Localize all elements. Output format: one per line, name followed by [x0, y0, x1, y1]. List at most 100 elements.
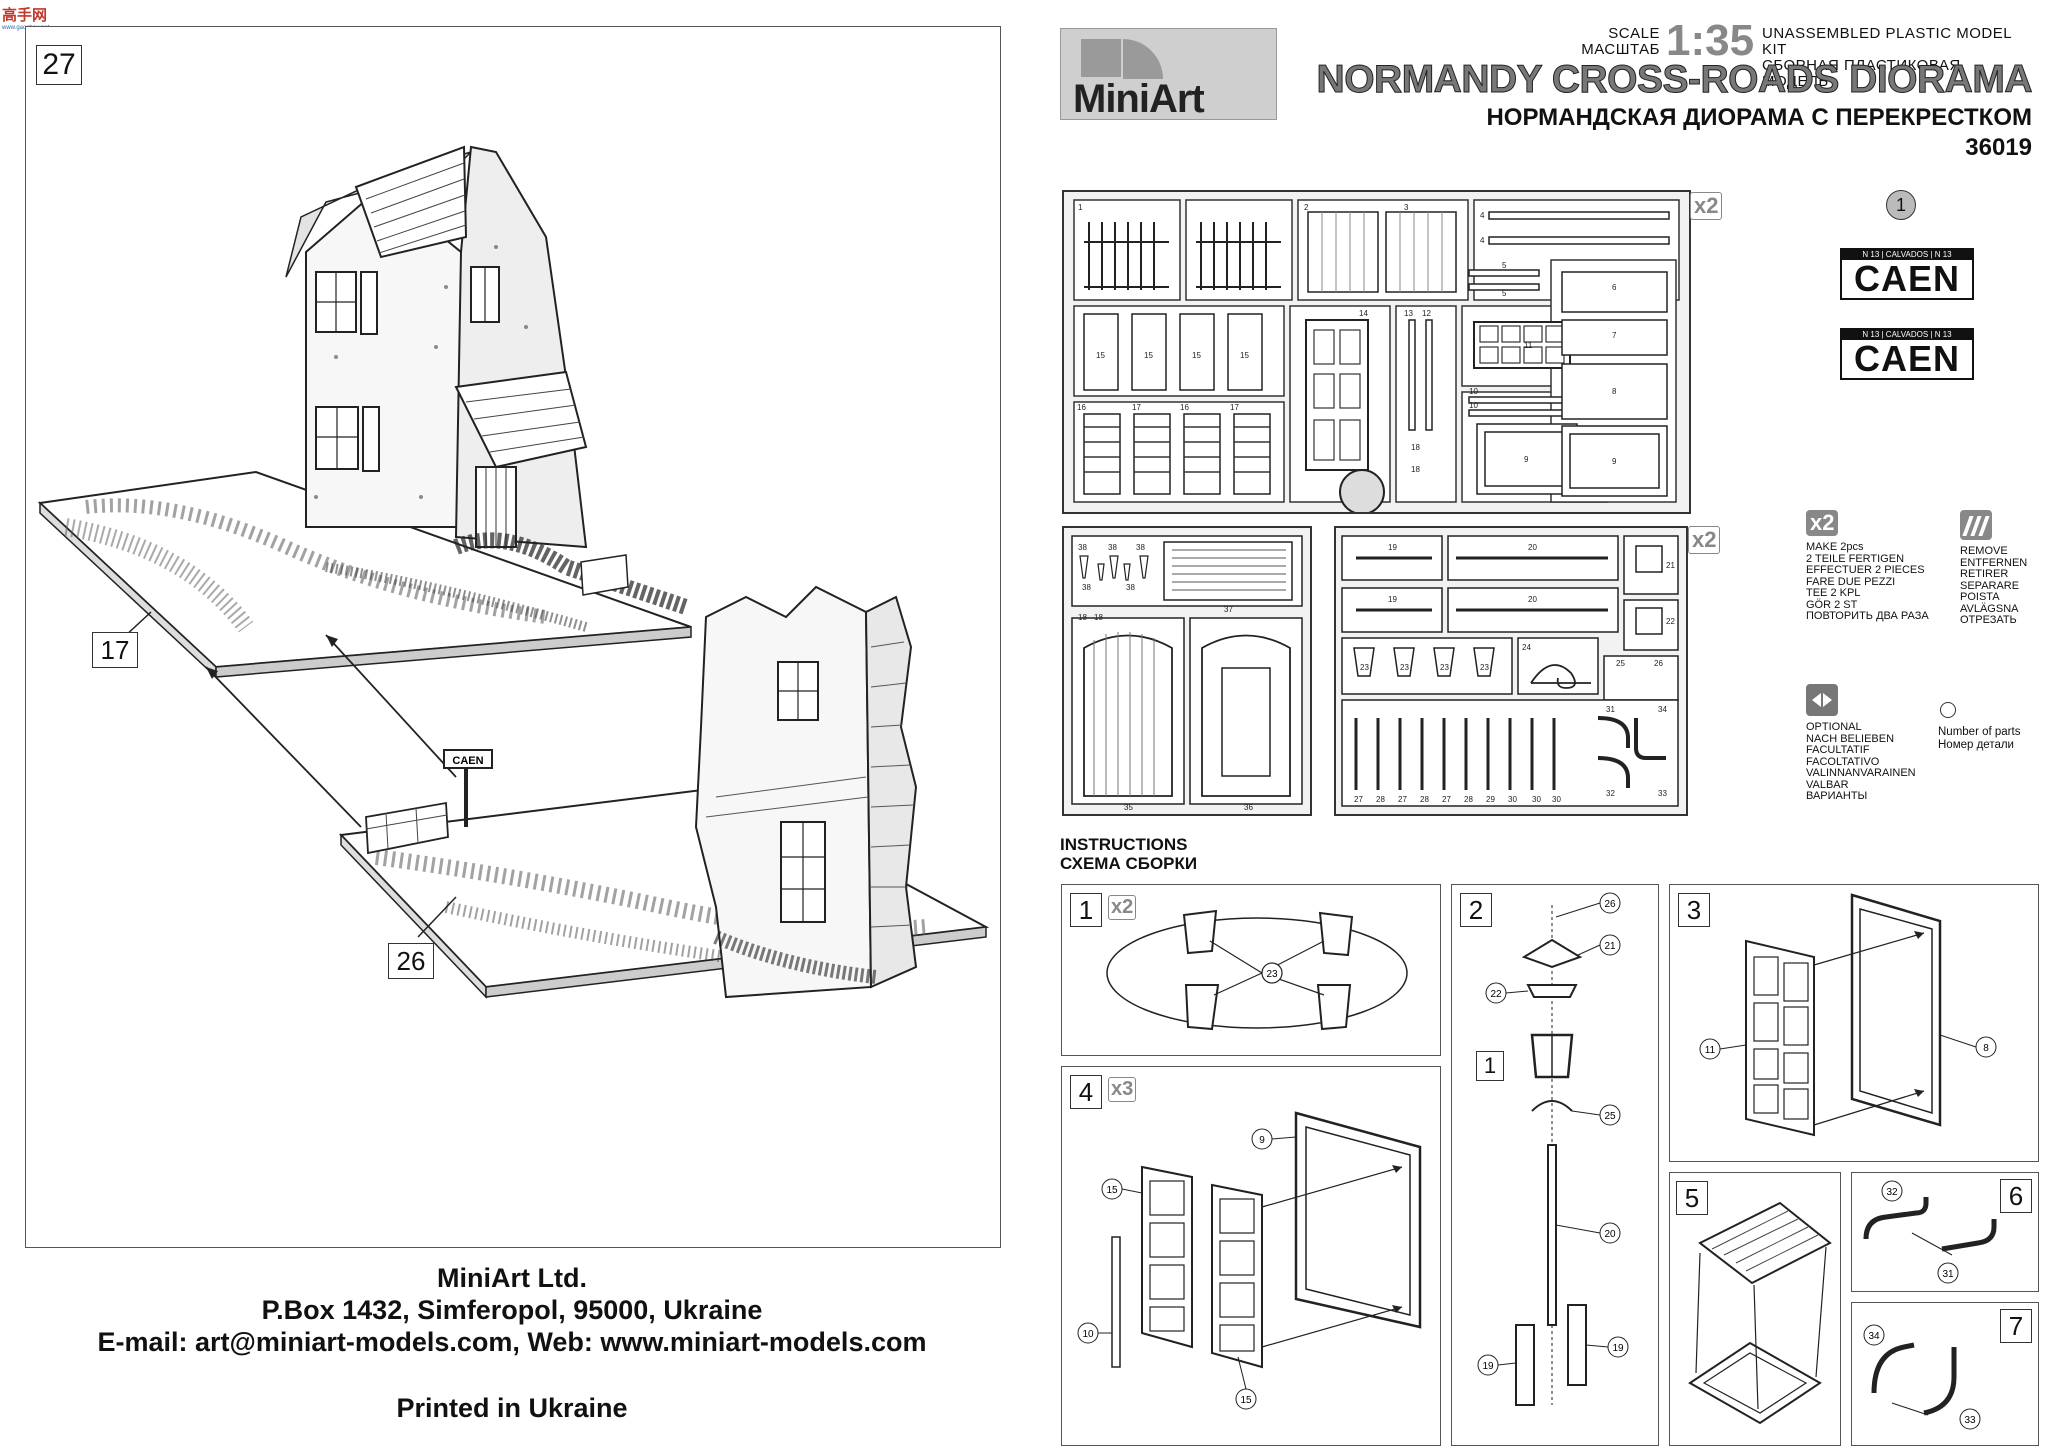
- svg-text:27: 27: [1442, 795, 1451, 804]
- svg-text:15: 15: [1240, 351, 1249, 360]
- svg-text:5: 5: [1502, 261, 1507, 270]
- circle-icon: [1940, 702, 1956, 718]
- decal-number-circle: 1: [1886, 190, 1916, 220]
- svg-text:8: 8: [1612, 387, 1617, 396]
- svg-text:9: 9: [1612, 457, 1617, 466]
- svg-text:4: 4: [1480, 236, 1485, 245]
- step-7-number: 7: [2000, 1309, 2032, 1343]
- step-2-part-1: 1: [1476, 1051, 1504, 1081]
- step-5: 5: [1669, 1172, 1841, 1446]
- svg-text:15: 15: [1144, 351, 1153, 360]
- step-4-part-15a: 15: [1106, 1185, 1118, 1196]
- step-2-part-25: 25: [1604, 1111, 1616, 1122]
- step-2-part-20: 20: [1604, 1229, 1616, 1240]
- legend-optional: OPTIONAL NACH BELIEBEN FACULTATIF FACOLT…: [1806, 684, 1946, 803]
- step-3-part-11: 11: [1705, 1045, 1716, 1056]
- svg-text:22: 22: [1666, 617, 1675, 626]
- step-4-number: 4: [1070, 1075, 1102, 1109]
- kit-type: UNASSEMBLED PLASTIC MODEL KIT СБОРНАЯ ПЛ…: [1762, 25, 2012, 90]
- svg-text:20: 20: [1528, 595, 1537, 604]
- svg-text:18: 18: [1094, 613, 1103, 622]
- svg-text:28: 28: [1376, 795, 1385, 804]
- step-4-part-15b: 15: [1240, 1395, 1252, 1406]
- step-2-part-26: 26: [1604, 899, 1616, 910]
- ruin-side-wall: [864, 595, 918, 989]
- svg-text:23: 23: [1440, 663, 1449, 672]
- svg-text:32: 32: [1606, 789, 1615, 798]
- scale-value: 1:35: [1666, 16, 1755, 65]
- step-6: 6 32 31: [1851, 1172, 2039, 1292]
- svg-text:35: 35: [1124, 803, 1133, 812]
- step-2-part-19b: 19: [1612, 1343, 1624, 1354]
- svg-text:30: 30: [1552, 795, 1561, 804]
- decal-sheet: 1 N 13 | CALVADOS | N 13 CAEN N 13 | CAL…: [1840, 190, 1980, 390]
- svg-text:25: 25: [1616, 659, 1625, 668]
- step-1-drawing: 23: [1106, 909, 1408, 1031]
- instructions-title: INSTRUCTIONS СХЕМА СБОРКИ: [1060, 835, 1198, 873]
- svg-text:29: 29: [1486, 795, 1495, 804]
- step-5-drawing: [1688, 1201, 1832, 1425]
- step-6-number: 6: [2000, 1179, 2032, 1213]
- svg-text:30: 30: [1508, 795, 1517, 804]
- title-ru: НОРМАНДСКАЯ ДИОРАМА С ПЕРЕКРЕСТКОМ: [1486, 104, 2032, 131]
- title-en: NORMANDY CROSS-ROADS DIORAMA: [1316, 58, 2033, 102]
- house-upper-porch-roof: [454, 370, 588, 469]
- svg-text:38: 38: [1136, 543, 1145, 552]
- step-3-drawing: 11 8: [1699, 893, 1997, 1137]
- step-7: 7 34 33: [1851, 1302, 2039, 1446]
- svg-text:9: 9: [1524, 455, 1529, 464]
- footer-company: MiniArt Ltd.: [437, 1263, 587, 1293]
- step-2: 2 26 21 22 25 20 19 19 1: [1451, 884, 1659, 1446]
- caen-sign-text: CAEN: [452, 755, 483, 767]
- decal-caen-2: N 13 | CALVADOS | N 13 CAEN: [1840, 328, 1974, 380]
- step-1-multiplier: x2: [1108, 895, 1137, 920]
- svg-text:18: 18: [1078, 613, 1087, 622]
- svg-text:38: 38: [1082, 583, 1091, 592]
- svg-text:26: 26: [1654, 659, 1663, 668]
- svg-text:16: 16: [1180, 403, 1189, 412]
- svg-text:13: 13: [1404, 309, 1413, 318]
- svg-text:36: 36: [1244, 803, 1253, 812]
- legend-make2: x2 MAKE 2pcs 2 TEILE FERTIGEN EFFECTUER …: [1806, 510, 1946, 623]
- legend-remove: REMOVE ENTFERNEN RETIRER SEPARARE POISTA…: [1960, 510, 2040, 627]
- miniart-logo: MiniArt: [1060, 28, 1277, 121]
- step-3-part-8: 8: [1983, 1043, 1989, 1054]
- step-7-part-33: 33: [1964, 1415, 1976, 1426]
- caen-sign: [443, 749, 493, 769]
- remove-icon: [1960, 510, 1992, 540]
- remove-lines: REMOVE ENTFERNEN RETIRER SEPARARE POISTA…: [1960, 545, 2028, 626]
- decal-caen-1: N 13 | CALVADOS | N 13 CAEN: [1840, 248, 1974, 300]
- svg-text:21: 21: [1666, 561, 1675, 570]
- make2-icon: x2: [1806, 510, 1839, 536]
- step-6-part-31: 31: [1942, 1269, 1954, 1280]
- overview-step-number: 27: [36, 45, 82, 85]
- scale-label: SCALE МАСШТАБ: [1581, 25, 1660, 58]
- house-upper-roof: [354, 145, 468, 259]
- svg-text:6: 6: [1612, 283, 1617, 292]
- step-4-part-10: 10: [1082, 1329, 1094, 1340]
- svg-text:16: 16: [1077, 403, 1086, 412]
- step-1-part-23: 23: [1266, 969, 1278, 980]
- step-3-number: 3: [1678, 893, 1710, 927]
- svg-text:15: 15: [1096, 351, 1105, 360]
- footer-printed: Printed in Ukraine: [396, 1393, 628, 1423]
- svg-text:12: 12: [1422, 309, 1431, 318]
- step-2-part-22: 22: [1490, 989, 1502, 1000]
- step-4-part-9: 9: [1259, 1135, 1265, 1146]
- step-2-drawing: 26 21 22 25 20 19 19: [1477, 892, 1629, 1406]
- svg-text:19: 19: [1388, 543, 1397, 552]
- step-5-number: 5: [1676, 1181, 1708, 1215]
- step-4-drawing: 9 15 10 15: [1077, 1111, 1422, 1410]
- step-6-drawing: 32 31: [1863, 1180, 1997, 1284]
- step-1-number: 1: [1070, 893, 1102, 927]
- svg-text:38: 38: [1108, 543, 1117, 552]
- svg-text:7: 7: [1612, 331, 1617, 340]
- step-2-part-19a: 19: [1482, 1361, 1494, 1372]
- step-4-multiplier: x3: [1108, 1077, 1137, 1102]
- sprue-b-multiplier: x2: [1688, 526, 1721, 554]
- svg-text:27: 27: [1398, 795, 1407, 804]
- svg-text:14: 14: [1359, 309, 1368, 318]
